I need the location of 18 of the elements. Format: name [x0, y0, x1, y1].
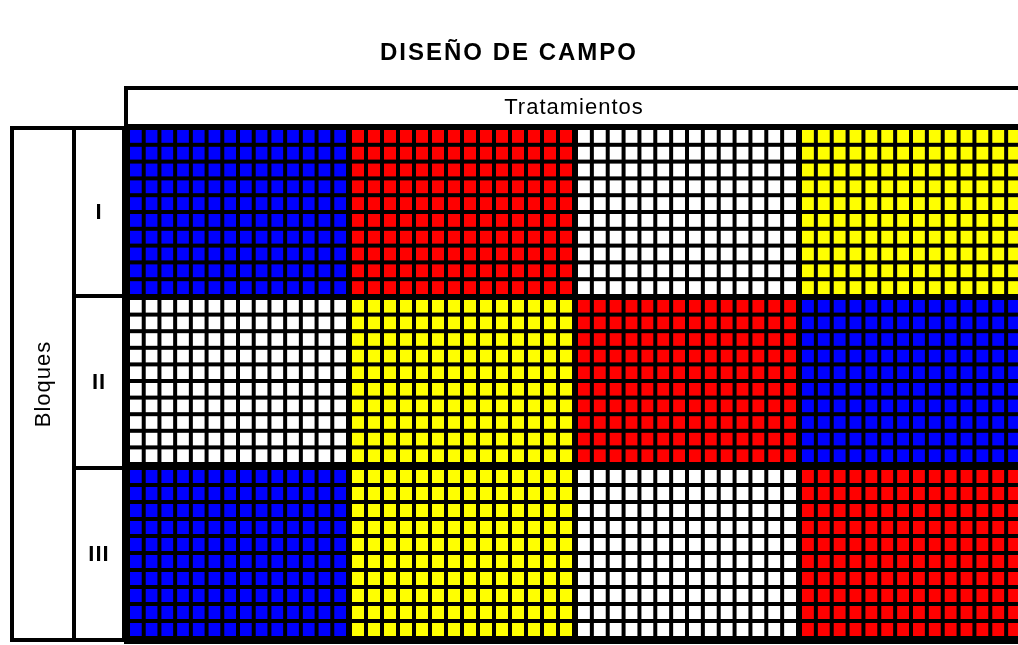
label-text: Tratamientos	[504, 94, 644, 120]
plot-grid	[350, 298, 574, 464]
label-text: I	[95, 199, 103, 225]
plot-grid	[350, 468, 574, 638]
plot-grid	[800, 128, 1018, 296]
label-text: II	[91, 369, 107, 395]
plot-grid	[576, 128, 798, 296]
title: DISEÑO DE CAMPO	[379, 38, 639, 66]
plot-grid	[800, 468, 1018, 638]
plot-grid	[576, 468, 798, 638]
plot-grid	[128, 298, 348, 464]
plot-grid	[800, 298, 1018, 464]
label-text: Bloques	[30, 340, 56, 428]
label-text: III	[88, 541, 110, 567]
plot-grid	[350, 128, 574, 296]
plot-grid	[576, 298, 798, 464]
plot-grid	[128, 468, 348, 638]
plot-grid	[128, 128, 348, 296]
